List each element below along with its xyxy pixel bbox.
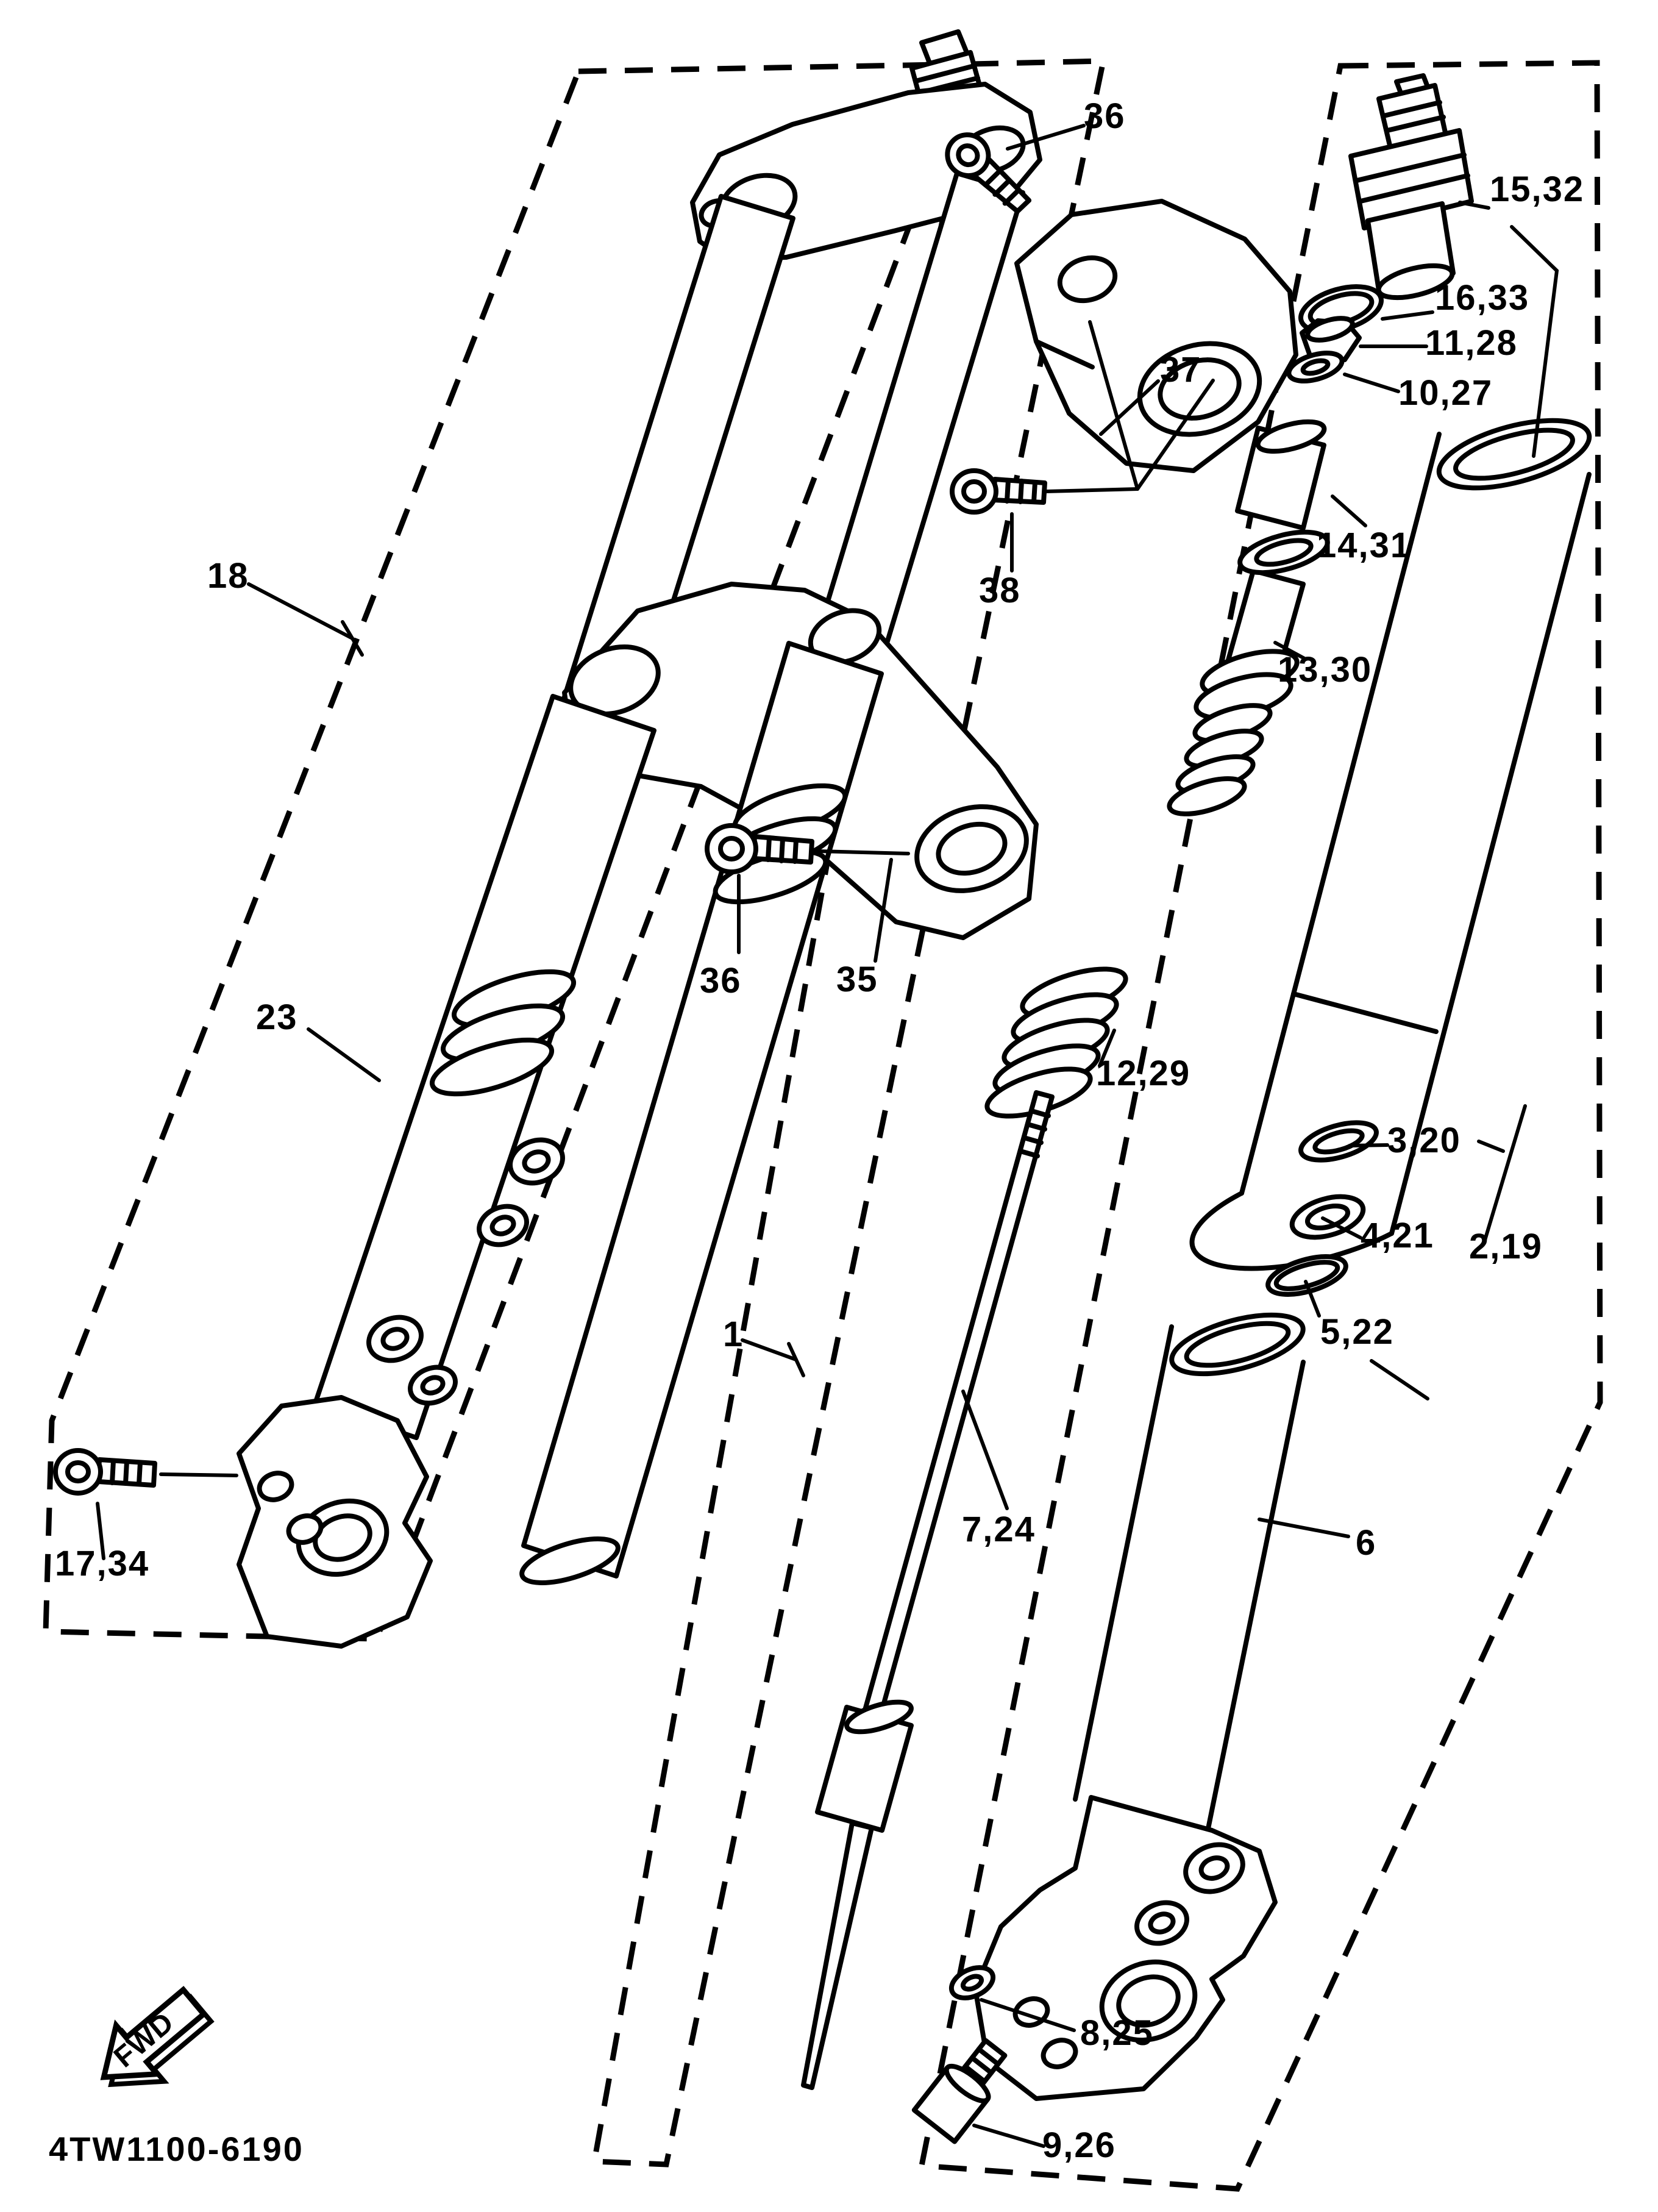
spacer-14-31 xyxy=(1235,419,1327,530)
clip-5-22 xyxy=(1265,1254,1348,1297)
spring-12-29 xyxy=(984,966,1128,1119)
callout-3-20: 3,20 xyxy=(1387,1121,1461,1160)
bolt-36-top xyxy=(945,132,1032,214)
axle-bracket-right xyxy=(973,1795,1278,2101)
seal-4-21 xyxy=(1289,1194,1366,1240)
callout-14-31: 14,31 xyxy=(1317,526,1412,565)
callout-8-25: 8,25 xyxy=(1080,2013,1154,2053)
callout-5-22: 5,22 xyxy=(1320,1312,1394,1352)
callout-36-top: 36 xyxy=(1084,96,1126,136)
nut-11-28 xyxy=(1300,316,1362,362)
callout-4-21: 4,21 xyxy=(1361,1216,1434,1255)
callout-36-middle: 36 xyxy=(700,961,742,1001)
steering-crown-37 xyxy=(1014,199,1298,473)
fiche-code: 4TW1100-6190 xyxy=(49,2130,304,2168)
callout-2-19: 2,19 xyxy=(1469,1227,1543,1266)
outer-tube-2-19 xyxy=(1189,418,1592,1271)
outer-tube-23 xyxy=(313,694,656,1440)
callout-17-34: 17,34 xyxy=(55,1544,150,1583)
seal-3-20 xyxy=(1298,1120,1379,1163)
dashed-region-middle xyxy=(591,58,1107,2167)
dashed-regions xyxy=(43,58,1603,2192)
bolt-36-middle xyxy=(705,823,814,874)
callout-10-27: 10,27 xyxy=(1398,373,1493,413)
callout-37: 37 xyxy=(1160,350,1202,390)
callout-9-26: 9,26 xyxy=(1042,2125,1116,2165)
axle-bracket-left xyxy=(237,1315,458,1649)
callout-15-32: 15,32 xyxy=(1490,169,1585,209)
dashed-region-left xyxy=(43,61,975,1642)
cap-bolt-15-32 xyxy=(1348,73,1474,301)
callout-35: 35 xyxy=(836,960,878,999)
bolt-38 xyxy=(950,468,1047,515)
washer-8-25 xyxy=(948,1965,996,2000)
bolt-17-34 xyxy=(53,1448,157,1496)
callout-18: 18 xyxy=(207,556,249,596)
left-fork-assembly xyxy=(237,29,1042,1649)
damper-rod-7-24 xyxy=(801,1090,1055,2090)
leader-lines xyxy=(96,124,1559,2148)
callout-7-24: 7,24 xyxy=(962,1510,1036,1549)
fwd-arrow-icon: FWD xyxy=(100,1986,215,2088)
callout-38: 38 xyxy=(979,571,1021,610)
washer-10-27 xyxy=(1286,351,1345,384)
spring-short xyxy=(1167,703,1273,816)
callout-16-33: 16,33 xyxy=(1435,278,1530,318)
callout-6: 6 xyxy=(1356,1523,1377,1563)
inner-tube-6 xyxy=(1073,1312,1306,1837)
callout-11-28: 11,28 xyxy=(1425,323,1518,363)
callout-23: 23 xyxy=(256,997,298,1037)
spring-seat-13-30 xyxy=(1194,529,1330,721)
bolt-9-26 xyxy=(911,2038,1008,2144)
callout-12-29: 12,29 xyxy=(1096,1054,1191,1093)
callout-1: 1 xyxy=(723,1315,744,1354)
callout-13-30: 13,30 xyxy=(1278,650,1373,690)
